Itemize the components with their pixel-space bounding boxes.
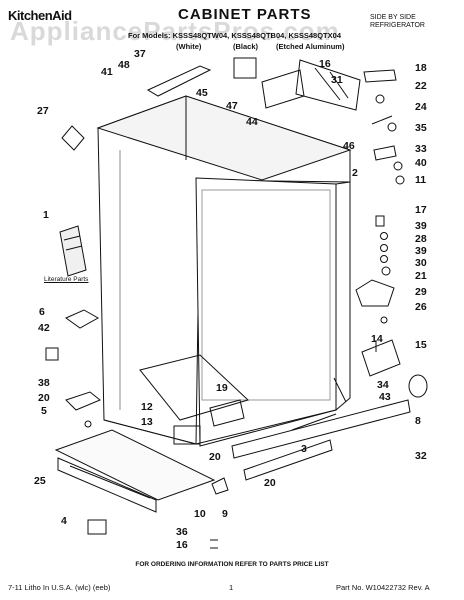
callout-number: 9 [222,508,228,520]
callout-number: 2 [352,167,358,179]
left-small-parts [45,125,101,428]
callout-number: 3 [301,443,307,455]
callout-number: 20 [38,392,50,404]
callout-number: 37 [134,48,146,60]
callout-number: 35 [415,122,427,134]
page-number: 1 [229,583,234,592]
callout-number: 36 [176,526,188,538]
callout-number: 21 [415,270,427,282]
diagram-title: CABINET PARTS [178,6,312,23]
callout-number: 30 [415,257,427,269]
callout-number: 31 [331,74,343,86]
callout-number: 8 [415,415,421,427]
callout-number: 13 [141,416,153,428]
callout-number: 42 [38,322,50,334]
callout-number: 40 [415,157,427,169]
callout-number: 5 [41,405,47,417]
callout-number: 28 [415,233,427,245]
literature-parts-label: Literature Parts [44,276,89,283]
callout-number: 6 [39,306,45,318]
callout-number: 32 [415,450,427,462]
callout-number: 44 [246,116,258,128]
callout-number: 15 [415,339,427,351]
callout-number: 45 [196,87,208,99]
variant-etched-aluminum: (Etched Aluminum) [276,42,345,51]
callout-number: 12 [141,401,153,413]
callout-number: 47 [226,100,238,112]
callout-number: 17 [415,204,427,216]
callout-number: 16 [319,58,331,70]
callout-number: 26 [415,301,427,313]
cabinet-shell [96,95,352,447]
callout-number: 34 [377,379,389,391]
callout-number: 20 [209,451,221,463]
callout-number: 33 [415,143,427,155]
base-rail-assembly [54,354,411,549]
callout-number: 29 [415,286,427,298]
callout-number: 22 [415,80,427,92]
callout-number: 39 [415,245,427,257]
ordering-note: FOR ORDERING INFORMATION REFER TO PARTS … [135,561,329,568]
top-brackets [146,57,361,111]
callout-number: 41 [101,66,113,78]
callout-number: 20 [264,477,276,489]
brand-logo: KitchenAid [8,8,72,23]
callout-number: 18 [415,62,427,74]
callout-number: 25 [34,475,46,487]
top-hinge-assembly [363,69,405,185]
watermark: AppliancePartsPros.com [10,16,340,46]
appliance-type: SIDE BY SIDE REFRIGERATOR [370,14,425,29]
callout-number: 11 [415,174,427,186]
callout-number: 1 [43,209,49,221]
callout-number: 10 [194,508,206,520]
variant-white: (White) [176,42,202,51]
callout-number: 16 [176,539,188,551]
model-list: For Models: KSSS48QTW04, KSSS48QTB04, KS… [128,31,341,40]
litho-info: 7-11 Litho In U.S.A. (wlc) (eeb) [8,583,111,592]
callout-number: 24 [415,101,427,113]
variant-black: (Black) [233,42,259,51]
callout-number: 46 [343,140,355,152]
callout-number: 19 [216,382,228,394]
bottom-hinge-assembly [355,215,428,398]
part-number: Part No. W10422732 Rev. A [336,583,430,592]
callout-number: 27 [37,105,49,117]
callout-number: 14 [371,333,383,345]
callout-number: 48 [118,59,130,71]
callout-number: 4 [61,515,67,527]
callout-number: 38 [38,377,50,389]
callout-number: 43 [379,391,391,403]
callout-number: 39 [415,220,427,232]
